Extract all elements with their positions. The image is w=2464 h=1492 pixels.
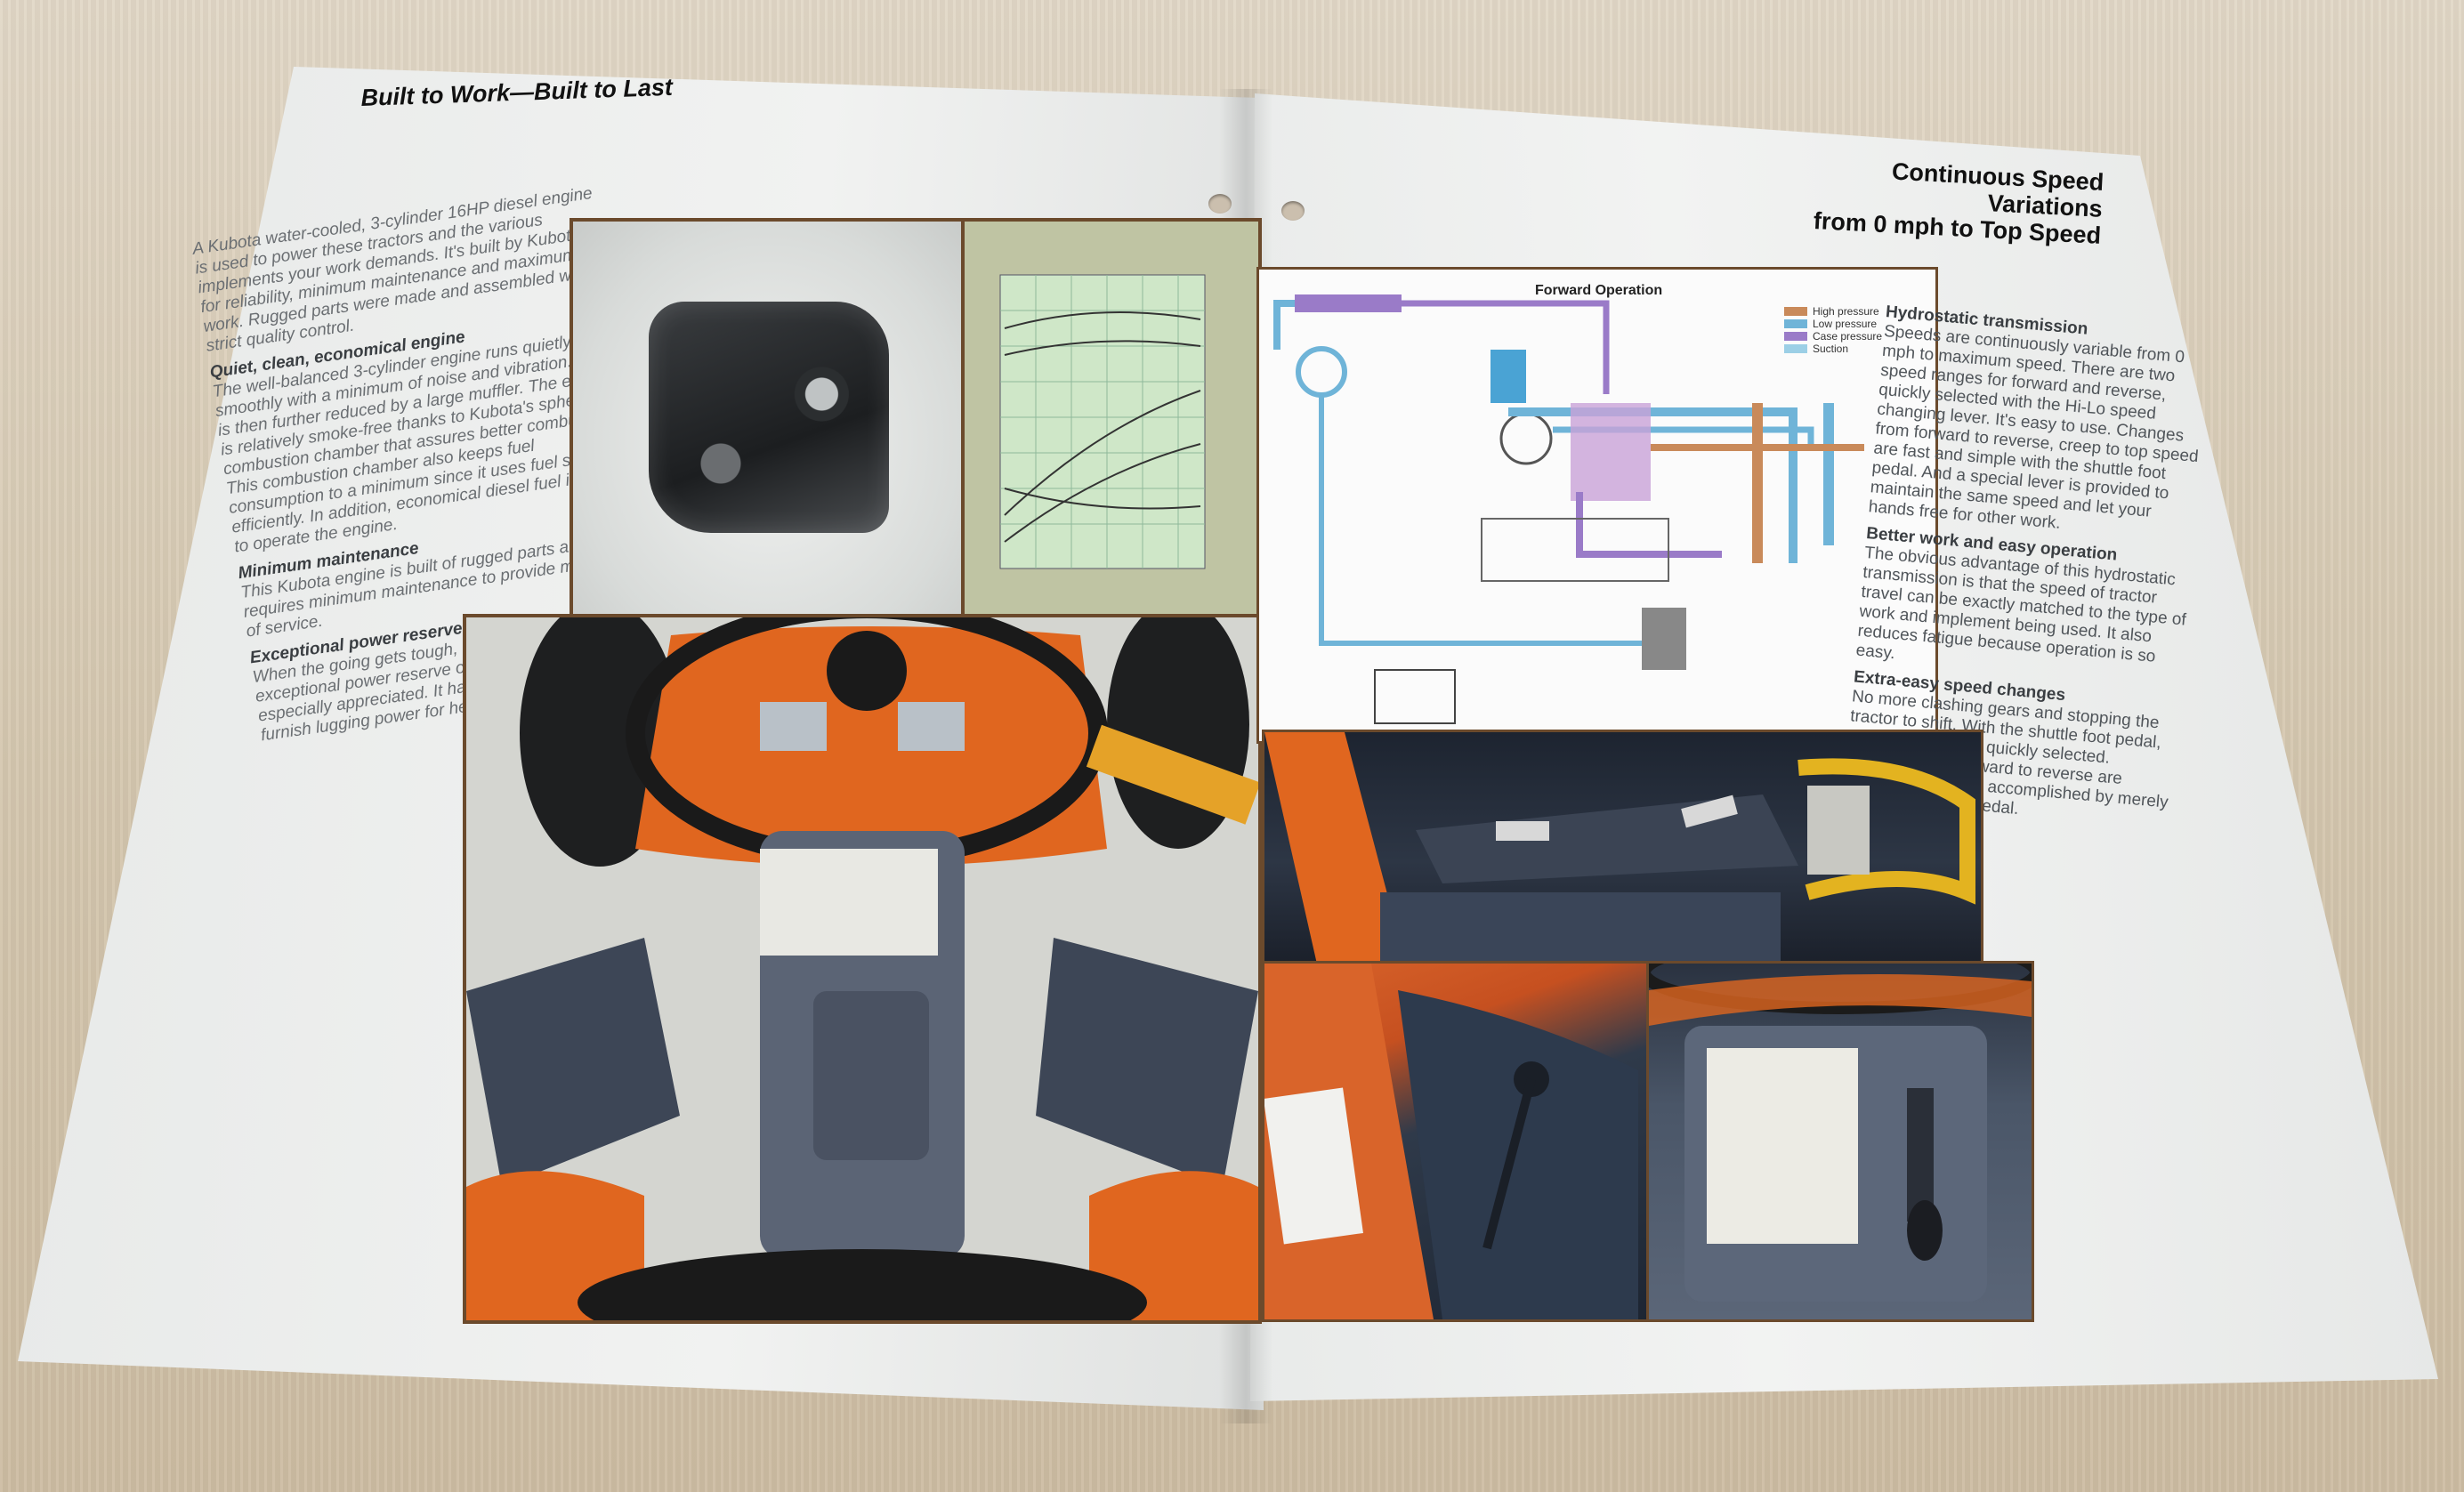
tractor-dashboard-photo bbox=[463, 614, 1262, 1324]
hydraulic-diagram: Forward Operation High pressure Low pres… bbox=[1256, 267, 1938, 744]
legend-high-pressure: High pressure bbox=[1813, 305, 1879, 318]
shuttle-pedal-photo bbox=[1262, 730, 1983, 971]
diagram-title: Forward Operation bbox=[1535, 283, 1662, 298]
binder-hole-right bbox=[1281, 201, 1305, 221]
diagram-graphic: Forward Operation High pressure Low pres… bbox=[1273, 283, 1882, 724]
engine-performance-chart bbox=[961, 218, 1262, 625]
section-text: Speeds are continuously variable from 0 … bbox=[1867, 321, 2200, 533]
engine-image bbox=[649, 302, 889, 533]
pedal-image bbox=[1264, 732, 1975, 968]
legend-case-pressure: Case pressure bbox=[1813, 330, 1882, 343]
binder-hole-left bbox=[1208, 194, 1232, 214]
dashboard-image bbox=[466, 617, 1258, 1320]
legend-low-pressure: Low pressure bbox=[1813, 318, 1877, 330]
legend-suction: Suction bbox=[1813, 343, 1848, 355]
engine-photo bbox=[570, 218, 968, 625]
right-page-heading: Continuous Speed Variations from 0 mph t… bbox=[1772, 152, 2104, 249]
speed-lever-photo bbox=[1646, 961, 2034, 1322]
performance-chart-graphic bbox=[999, 274, 1206, 569]
control-lever-photo bbox=[1262, 961, 1654, 1322]
lever-image-a bbox=[1264, 964, 1638, 1319]
lever-image-b bbox=[1649, 964, 2032, 1302]
